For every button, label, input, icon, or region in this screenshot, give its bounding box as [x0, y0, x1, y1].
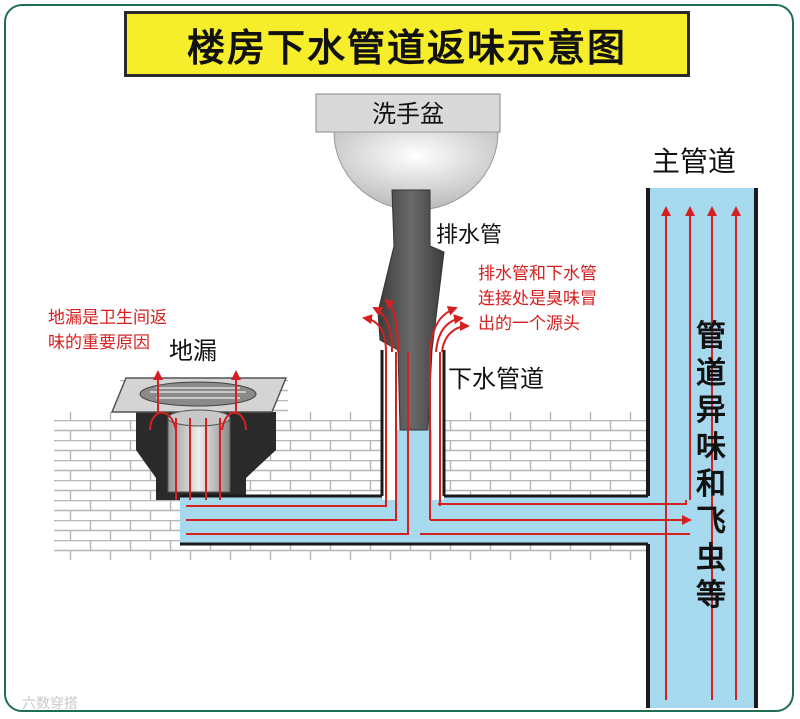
vertical-char: 等 — [696, 578, 726, 613]
title-banner: 楼房下水管道返味示意图 — [124, 11, 690, 77]
joint-note-line: 连接处是臭味冒 — [478, 289, 597, 309]
main-pipe-vertical-note: 管 道 异 味 和 飞 虫 等 — [688, 318, 734, 614]
odor-arrows — [149, 206, 741, 700]
vertical-char: 和 — [696, 467, 726, 502]
drain-pipe-label: 排水管 — [436, 223, 503, 248]
wash-basin — [315, 93, 501, 211]
vertical-char: 道 — [696, 356, 726, 391]
watermark: 六数穿搭 — [22, 696, 78, 712]
vertical-char: 虫 — [696, 541, 726, 576]
joint-note-line: 出的一个源头 — [478, 314, 580, 334]
floor-drain-note-line: 味的重要原因 — [48, 333, 150, 353]
sewer-pipe-label: 下水管道 — [448, 365, 544, 393]
vertical-char: 飞 — [696, 504, 726, 539]
vertical-char: 异 — [696, 393, 726, 428]
floor-drain-note-line: 地漏是卫生间返 — [48, 308, 167, 328]
joint-note: 排水管和下水管 连接处是臭味冒 出的一个源头 — [478, 262, 597, 337]
vertical-char: 味 — [696, 430, 726, 465]
joint-note-line: 排水管和下水管 — [478, 264, 597, 284]
basin-label: 洗手盆 — [372, 100, 444, 128]
floor-drain — [110, 377, 288, 493]
page-title: 楼房下水管道返味示意图 — [186, 25, 627, 70]
main-pipe-label: 主管道 — [652, 145, 737, 178]
outer-frame — [4, 4, 794, 712]
floor-drain-label: 地漏 — [169, 337, 217, 365]
drain-pipe — [377, 189, 445, 431]
vertical-char: 管 — [696, 319, 726, 354]
floor-drain-note: 地漏是卫生间返 味的重要原因 — [48, 306, 167, 356]
